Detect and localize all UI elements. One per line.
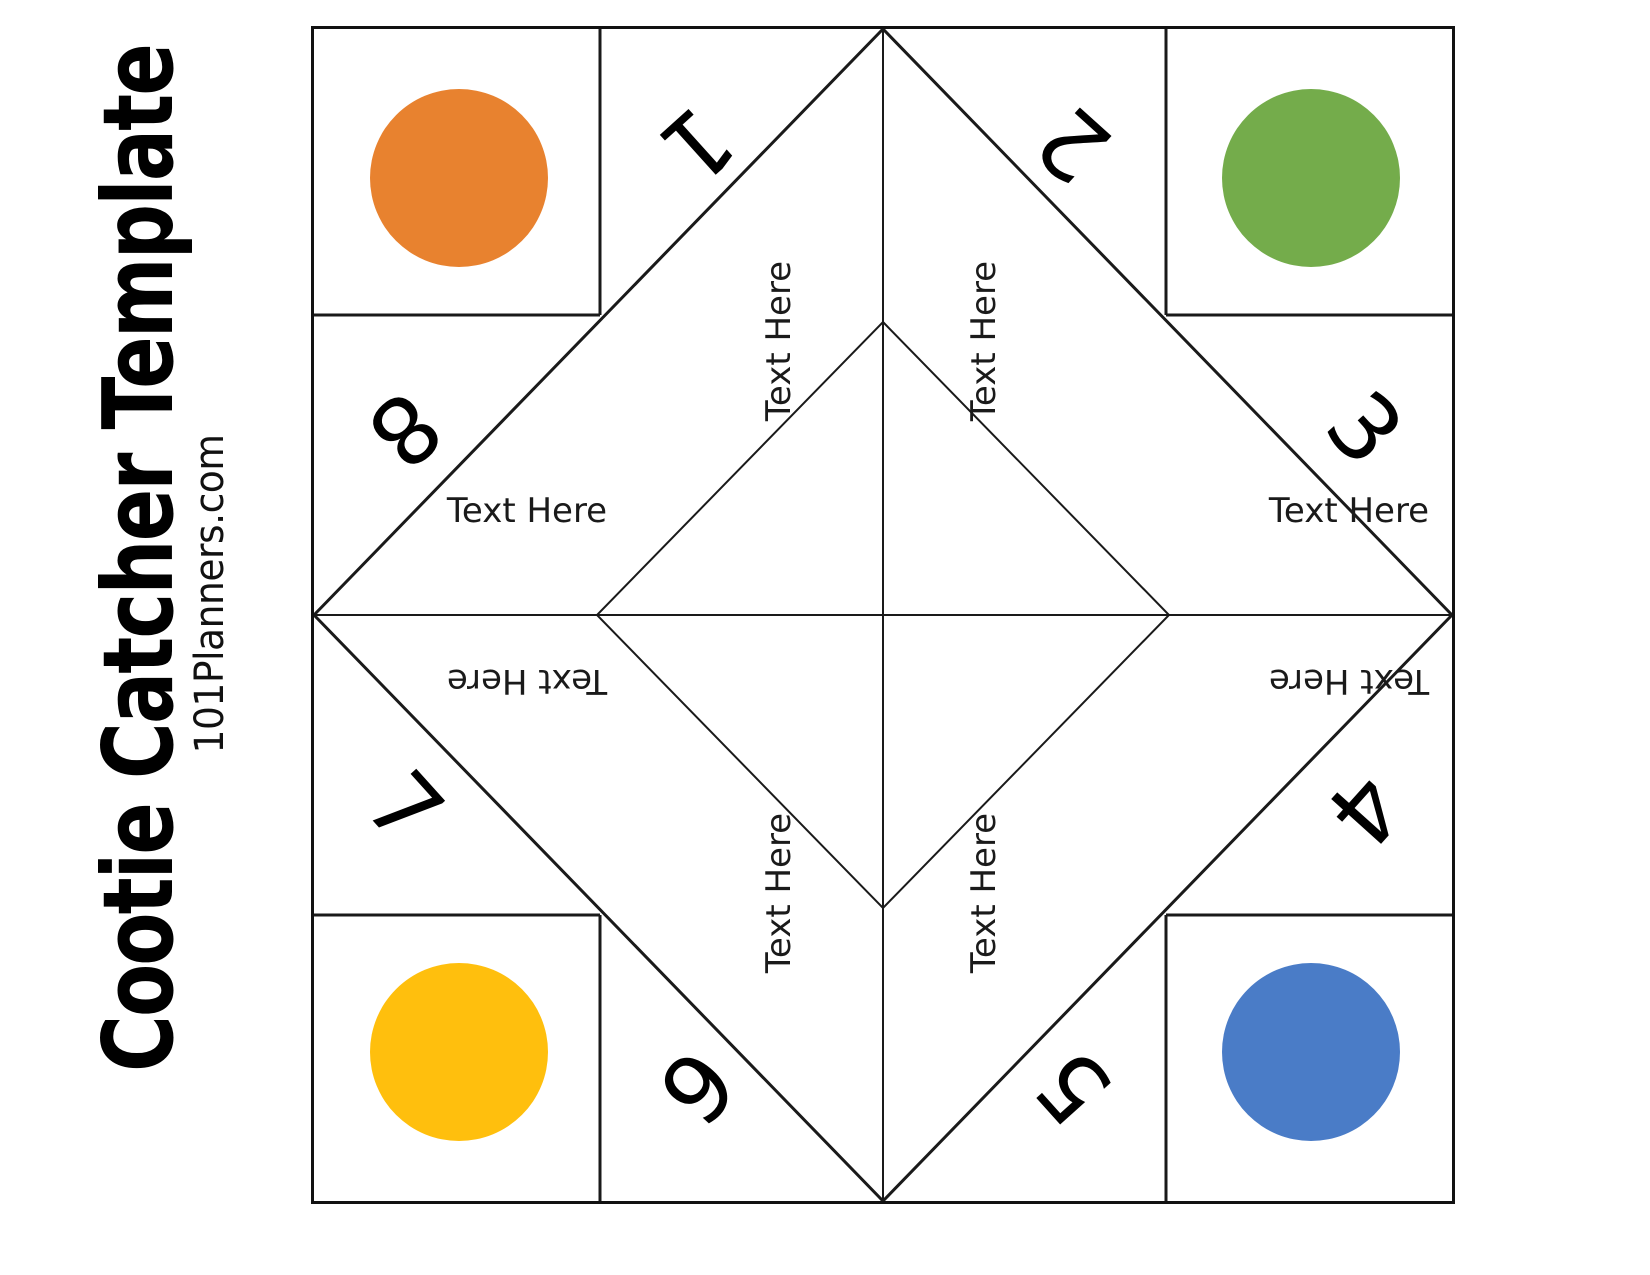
flap-number-5: 5 xyxy=(1014,1028,1133,1144)
text-slot-4[interactable]: Text Here xyxy=(1268,661,1430,701)
text-slot-7[interactable]: Text Here xyxy=(446,661,608,701)
flap-number-6: 6 xyxy=(637,1028,756,1144)
yellow-circle xyxy=(370,963,548,1141)
flap-number-1: 1 xyxy=(638,85,754,204)
text-slot-1[interactable]: Text Here xyxy=(759,260,799,422)
text-slot-3[interactable]: Text Here xyxy=(1268,491,1430,531)
text-slot-8[interactable]: Text Here xyxy=(446,491,608,531)
flap-number-2: 2 xyxy=(1016,85,1132,204)
text-slot-2[interactable]: Text Here xyxy=(964,260,1004,422)
corner-cell-top-right xyxy=(1166,29,1452,315)
flap-number-7: 7 xyxy=(345,751,464,867)
cootie-catcher-sheet: 1 2 3 4 5 6 7 8 Text Here Text Here Text… xyxy=(311,26,1455,1204)
title-block: Cootie Catcher Template 101Planners.com xyxy=(0,0,300,1275)
flap-number-8: 8 xyxy=(346,370,462,489)
flap-number-4: 4 xyxy=(1305,751,1424,867)
corner-cell-bottom-left xyxy=(314,915,600,1201)
flap-number-3: 3 xyxy=(1305,371,1424,487)
text-slot-6[interactable]: Text Here xyxy=(759,812,799,974)
site-credit: 101Planners.com xyxy=(187,434,233,754)
text-slot-5[interactable]: Text Here xyxy=(964,812,1004,974)
corner-cell-top-left xyxy=(314,29,600,315)
green-circle xyxy=(1222,89,1400,267)
orange-circle xyxy=(370,89,548,267)
page-title: Cootie Catcher Template xyxy=(82,45,195,1073)
blue-circle xyxy=(1222,963,1400,1141)
corner-cell-bottom-right xyxy=(1166,915,1452,1201)
